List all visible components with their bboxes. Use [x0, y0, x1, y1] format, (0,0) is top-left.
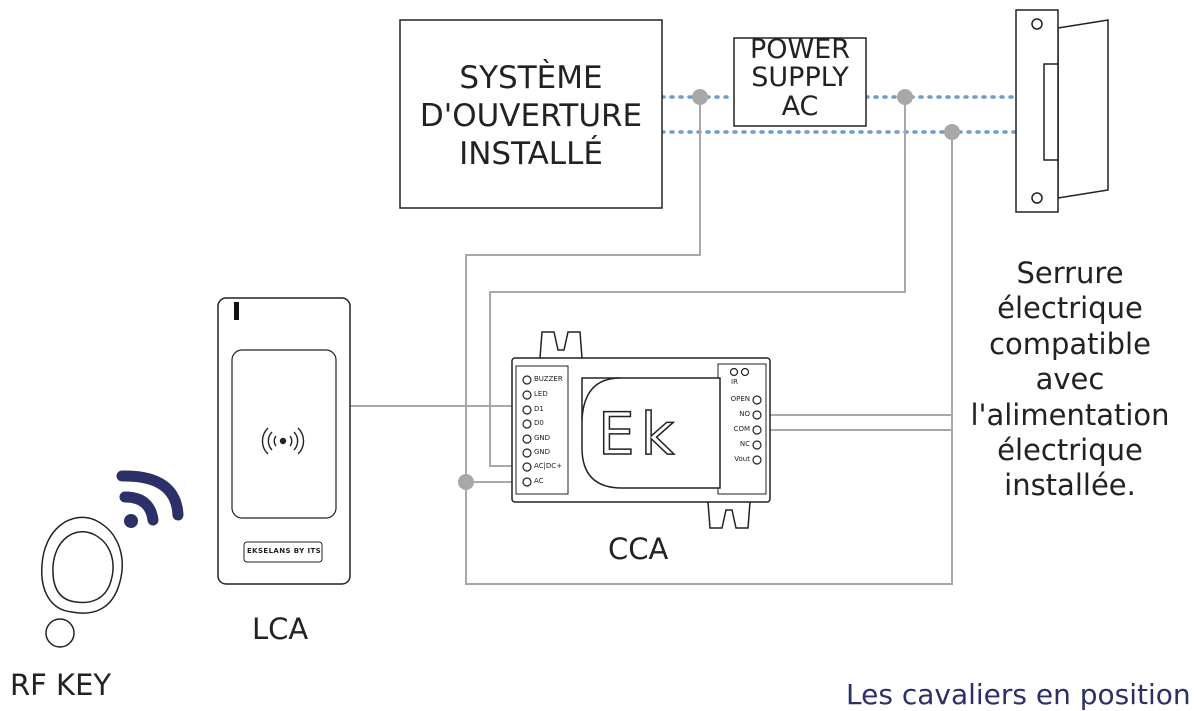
cca-controller	[511, 331, 771, 529]
lock-label-line-7: installée.	[1004, 468, 1136, 503]
lock-label-line-3: compatible	[989, 326, 1151, 361]
power-supply-label: POWER SUPPLY AC	[734, 34, 866, 122]
terminal-label: LED	[534, 390, 548, 398]
cca-label: CCA	[608, 532, 669, 566]
lock-label-line-5: l'alimentation	[970, 397, 1170, 432]
terminal-label: AC	[534, 477, 544, 485]
nfc-symbol-icon	[261, 427, 305, 455]
footer-note: Les cavaliers en position	[846, 678, 1191, 711]
lock-label-line-6: électrique	[997, 432, 1143, 467]
lock-label-line-4: avec	[1035, 362, 1105, 397]
terminal-label: BUZZER	[534, 375, 563, 383]
terminal-label: AC|DC+	[534, 462, 563, 470]
opening-system-box	[399, 19, 663, 209]
ir-label: IR	[731, 378, 738, 386]
terminal-label: Vout	[734, 455, 750, 463]
cca-right-terminal-circles	[729, 367, 762, 465]
power-supply-line-3: AC	[781, 90, 819, 122]
power-supply-line-1: POWER	[749, 34, 851, 65]
terminal-label: GND	[534, 448, 551, 456]
cca-logo: Ek	[597, 399, 681, 469]
power-supply-line-2: SUPPLY	[751, 62, 849, 94]
opening-system-line-3: INSTALLÉ	[459, 135, 603, 172]
terminal-label: GND	[534, 434, 551, 442]
rf-key-label: RF KEY	[10, 668, 112, 702]
lock-label: Serrure électrique compatible avec l'ali…	[950, 256, 1190, 504]
terminal-label: NO	[739, 410, 750, 418]
lca-label: LCA	[252, 612, 309, 646]
lock-label-line-1: Serrure	[1016, 256, 1124, 290]
opening-system-line-1: SYSTÈME	[459, 60, 603, 96]
rf-key-fob	[41, 516, 123, 648]
terminal-label: NC	[739, 440, 750, 448]
cca-left-terminal-circles	[522, 375, 532, 487]
opening-system-label: SYSTÈME D'OUVERTURE INSTALLÉ	[400, 60, 662, 173]
terminal-label: COM	[733, 425, 750, 433]
electric-lock	[1015, 9, 1109, 213]
opening-system-line-2: D'OUVERTURE	[419, 97, 643, 134]
grey-wires	[350, 97, 953, 585]
terminal-label: OPEN	[730, 395, 750, 403]
terminal-label: D0	[534, 419, 544, 427]
lock-label-line-2: électrique	[997, 291, 1143, 326]
wifi-signal-icon	[116, 470, 184, 528]
reader-brand-label: EKSELANS BY ITS	[246, 547, 322, 555]
junction-dots	[458, 89, 960, 490]
power-supply-box	[733, 37, 867, 127]
terminal-label: D1	[534, 405, 544, 413]
